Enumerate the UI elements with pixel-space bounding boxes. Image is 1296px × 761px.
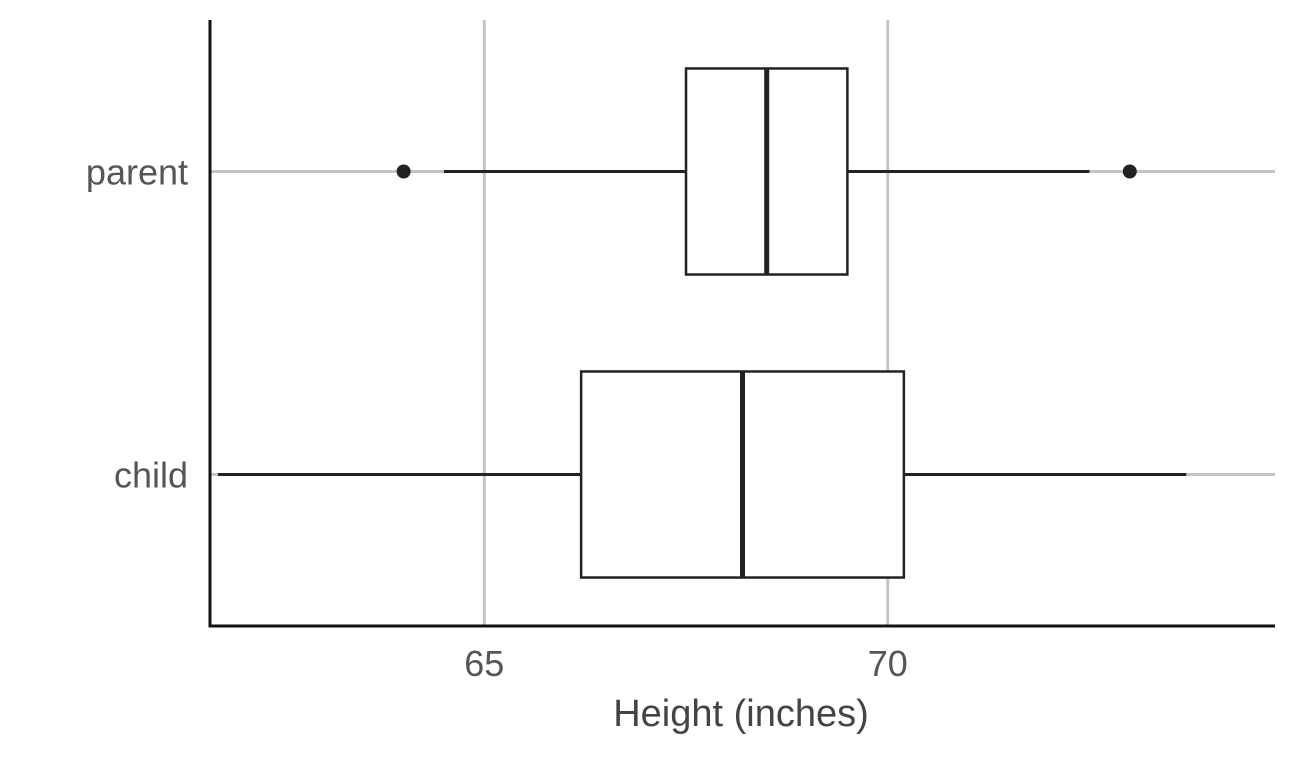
outlier-point-parent-0: [396, 164, 411, 179]
x-axis-title: Height (inches): [613, 693, 869, 735]
box-group-child: [218, 370, 1187, 579]
y-category-label-parent: parent: [86, 152, 188, 193]
y-category-label-child: child: [114, 455, 188, 496]
axis-layer: [208, 20, 1275, 628]
box-layer: [218, 67, 1187, 579]
label-layer: Height (inches) 65 70 parent child: [86, 152, 908, 736]
x-tick-label-65: 65: [464, 643, 504, 684]
box-group-parent: [396, 67, 1137, 276]
outlier-point-parent-1: [1122, 164, 1137, 179]
x-tick-label-70: 70: [868, 643, 908, 684]
